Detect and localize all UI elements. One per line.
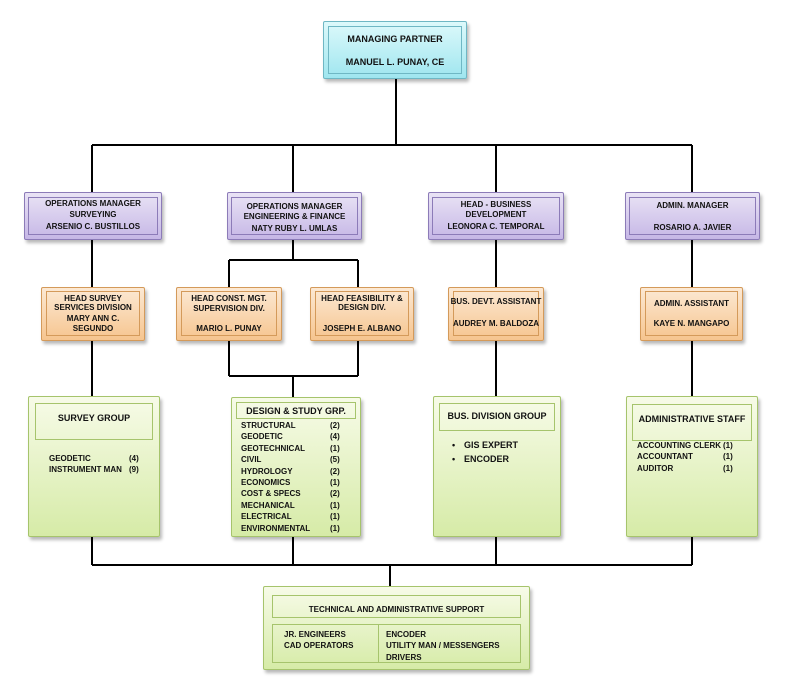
list-item: MECHANICAL(1) [241, 500, 340, 510]
manager-box-surveying: OPERATIONS MANAGER SURVEYING ARSENIO C. … [24, 192, 162, 240]
head-name-line: AUDREY M. BALDOZA [452, 319, 540, 328]
list-item: DRIVERS [386, 652, 422, 662]
head-box-survey-services: HEAD SURVEY SERVICES DIVISION MARY ANN C… [41, 287, 145, 341]
manager-box-engineering: OPERATIONS MANAGER ENGINEERING & FINANCE… [227, 192, 362, 240]
manager-name: ROSARIO A. JAVIER [653, 223, 732, 232]
head-title-line: HEAD CONST. MGT. [191, 294, 267, 303]
list-item: ENVIRONMENTAL(1) [241, 523, 340, 533]
support-right-list: ENCODER UTILITY MAN / MESSENGERS DRIVERS [386, 629, 500, 663]
managing-partner-title: MANAGING PARTNER [347, 34, 443, 44]
list-item: GIS EXPERT [452, 438, 518, 452]
head-name-line: MARIO L. PUNAY [196, 324, 262, 333]
head-box-construction: HEAD CONST. MGT. SUPERVISION DIV. MARIO … [176, 287, 282, 341]
design-group-list: STRUCTURAL(2) GEODETIC(4) GEOTECHNICAL(1… [241, 420, 340, 534]
head-name-line: JOSEPH E. ALBANO [322, 324, 402, 333]
head-box-admin-assistant: ADMIN. ASSISTANT KAYE N. MANGAPO [640, 287, 743, 341]
manager-name: LEONORA C. TEMPORAL [447, 222, 545, 231]
head-title-line: SERVICES DIVISION [54, 303, 132, 312]
manager-title-line: OPERATIONS MANAGER [246, 202, 343, 211]
design-group-title: DESIGN & STUDY GRP. [246, 406, 346, 416]
admin-staff-list: ACCOUNTING CLERK(1) ACCOUNTANT(1) AUDITO… [637, 440, 733, 474]
manager-title-line: DEVELOPMENT [465, 210, 527, 219]
admin-staff-title: ADMINISTRATIVE STAFF [638, 414, 746, 424]
head-box-bus-devt: BUS. DEVT. ASSISTANT AUDREY M. BALDOZA [448, 287, 544, 341]
manager-title-line: ENGINEERING & FINANCE [243, 212, 346, 221]
survey-group-list: GEODETIC(4) INSTRUMENT MAN(9) [49, 453, 139, 476]
head-title-line: SUPERVISION DIV. [193, 304, 265, 313]
list-item: AUDITOR(1) [637, 463, 733, 473]
head-name-line: SEGUNDO [72, 324, 114, 333]
list-item: ACCOUNTANT(1) [637, 452, 733, 462]
managing-partner-name: MANUEL L. PUNAY, CE [345, 57, 445, 67]
head-title-line: BUS. DEVT. ASSISTANT [450, 297, 542, 306]
list-item: ECONOMICS(1) [241, 478, 340, 488]
manager-name: ARSENIO C. BUSTILLOS [45, 222, 141, 231]
head-title-line: HEAD FEASIBILITY & [321, 294, 403, 303]
design-group-box: DESIGN & STUDY GRP. STRUCTURAL(2) GEODET… [231, 397, 361, 537]
business-group-title: BUS. DIVISION GROUP [447, 411, 547, 421]
head-title-line: ADMIN. ASSISTANT [653, 299, 730, 308]
list-item: HYDROLOGY(2) [241, 466, 340, 476]
head-title-line: DESIGN DIV. [338, 303, 386, 312]
list-item: GEOTECHNICAL(1) [241, 443, 340, 453]
list-item: UTILITY MAN / MESSENGERS [386, 641, 500, 651]
list-item: INSTRUMENT MAN(9) [49, 465, 139, 475]
list-item: CIVIL(5) [241, 455, 340, 465]
manager-name: NATY RUBY L. UMLAS [251, 224, 338, 233]
head-box-feasibility: HEAD FEASIBILITY & DESIGN DIV. JOSEPH E.… [310, 287, 414, 341]
list-item: COST & SPECS(2) [241, 489, 340, 499]
head-title-line: HEAD SURVEY [64, 294, 122, 303]
support-left-list: JR. ENGINEERS CAD OPERATORS [284, 629, 354, 652]
list-item: CAD OPERATORS [284, 641, 354, 651]
survey-group-title: SURVEY GROUP [57, 413, 131, 423]
survey-group-box: SURVEY GROUP GEODETIC(4) INSTRUMENT MAN(… [28, 396, 160, 537]
list-item: ENCODER [386, 630, 427, 639]
head-name-line: KAYE N. MANGAPO [653, 319, 730, 328]
head-name-line: MARY ANN C. [66, 314, 120, 323]
business-group-list: GIS EXPERT ENCODER [452, 438, 518, 466]
manager-title-line: OPERATIONS MANAGER [45, 199, 141, 208]
list-item: STRUCTURAL(2) [241, 421, 340, 430]
list-item: ENCODER [452, 452, 518, 466]
list-item: JR. ENGINEERS [284, 630, 346, 639]
managing-partner-box: MANAGING PARTNER MANUEL L. PUNAY, CE [323, 21, 467, 79]
admin-staff-box: ADMINISTRATIVE STAFF ACCOUNTING CLERK(1)… [626, 396, 758, 537]
manager-box-admin: ADMIN. MANAGER ROSARIO A. JAVIER [625, 192, 760, 240]
support-title: TECHNICAL AND ADMINISTRATIVE SUPPORT [308, 605, 485, 614]
list-item: GEODETIC(4) [49, 454, 139, 463]
manager-title-line: HEAD - BUSINESS [460, 200, 532, 209]
list-item: ACCOUNTING CLERK(1) [637, 441, 733, 450]
manager-title-line: ADMIN. MANAGER [656, 201, 729, 210]
manager-title-line: SURVEYING [69, 210, 117, 219]
support-box: TECHNICAL AND ADMINISTRATIVE SUPPORT JR.… [263, 586, 530, 670]
list-item: GEODETIC(4) [241, 432, 340, 442]
business-group-box: BUS. DIVISION GROUP GIS EXPERT ENCODER [433, 396, 561, 537]
manager-box-business: HEAD - BUSINESS DEVELOPMENT LEONORA C. T… [428, 192, 564, 240]
list-item: ELECTRICAL(1) [241, 512, 340, 522]
